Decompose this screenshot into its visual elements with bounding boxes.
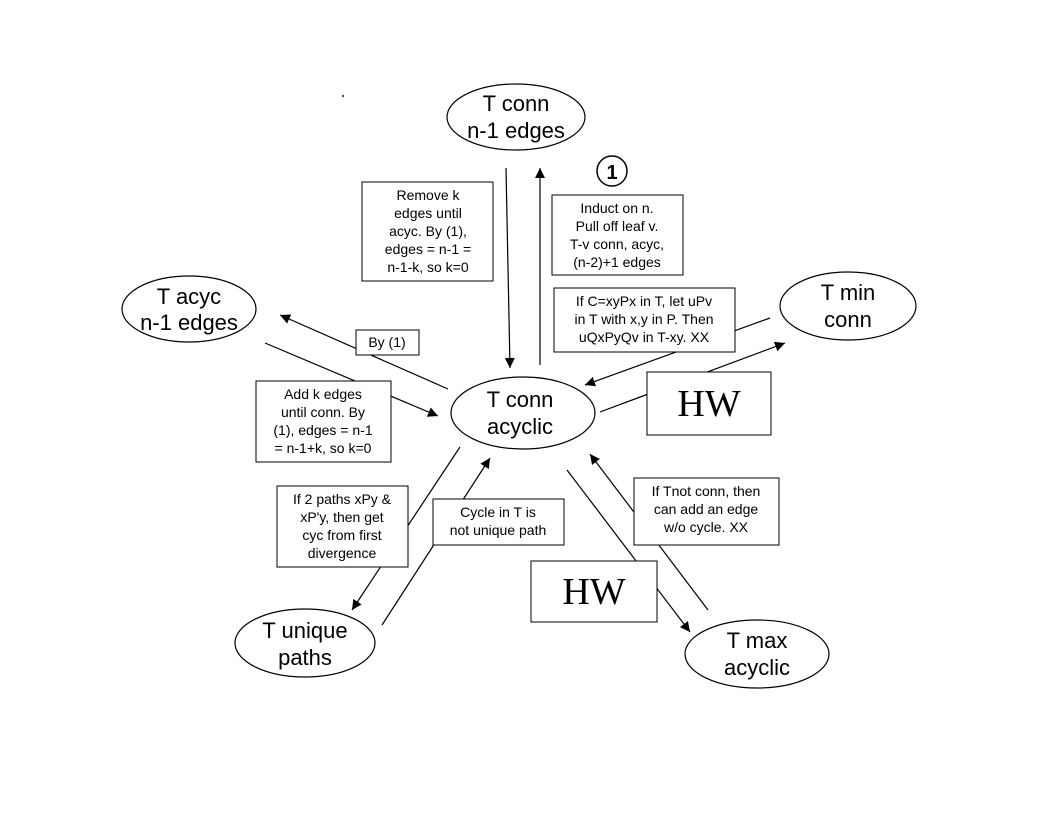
- node-acyc-n1-line2: n-1 edges: [140, 310, 238, 335]
- box-cycle-unique: Cycle in T is not unique path: [432, 498, 565, 546]
- node-min-conn-line2: conn: [824, 307, 872, 332]
- box-two-paths-line4: divergence: [308, 545, 377, 561]
- box-by1-line1: By (1): [368, 334, 405, 350]
- node-min-conn-line1: T min: [821, 280, 876, 305]
- box-remove-k: Remove k edges until acyc. By (1), edges…: [361, 181, 494, 282]
- box-two-paths-line3: cyc from first: [302, 527, 381, 543]
- node-conn-n1: T conn n-1 edges: [446, 83, 586, 151]
- box-induct-line2: Pull off leaf v.: [576, 218, 659, 234]
- box-remove-k-line2: edges until: [394, 205, 462, 221]
- box-remove-k-line5: n-1-k, so k=0: [387, 259, 469, 275]
- box-cycle-c: If C=xyPx in T, let uPv in T with x,y in…: [553, 287, 736, 353]
- box-hw-right-text: HW: [677, 383, 740, 425]
- arrow-acyc-n1-to-center: [264, 342, 439, 417]
- box-cycle-unique-line1: Cycle in T is: [460, 504, 536, 520]
- box-cycle-c-line3: uQxPyQv in T-xy. XX: [579, 329, 710, 345]
- box-hw-bottom: HW: [530, 560, 658, 623]
- node-unique-line2: paths: [278, 645, 332, 670]
- box-hw-bottom-text: HW: [562, 571, 625, 613]
- node-acyc-n1-line1: T acyc: [157, 284, 221, 309]
- box-two-paths-line1: If 2 paths xPy &: [293, 491, 392, 507]
- node-unique-paths: T unique paths: [234, 608, 376, 678]
- node-center-line2: acyclic: [487, 414, 553, 439]
- arrow-conn-n1-to-center: [504, 167, 515, 369]
- box-not-conn-line2: can add an edge: [654, 501, 759, 517]
- box-add-k: Add k edges until conn. By (1), edges = …: [255, 380, 392, 463]
- box-induct-line4: (n-2)+1 edges: [573, 254, 661, 270]
- box-induct: Induct on n. Pull off leaf v. T-v conn, …: [551, 194, 684, 276]
- box-hw-right: HW: [646, 371, 772, 436]
- box-add-k-line4: = n-1+k, so k=0: [275, 440, 372, 456]
- box-add-k-line3: (1), edges = n-1: [273, 422, 372, 438]
- box-remove-k-line4: edges = n-1 =: [385, 241, 471, 257]
- box-induct-line1: Induct on n.: [580, 200, 653, 216]
- marker-text: 1: [606, 162, 617, 184]
- node-unique-line1: T unique: [262, 618, 347, 643]
- box-by1: By (1): [355, 329, 420, 356]
- box-not-conn-line1: If Tnot conn, then: [652, 483, 761, 499]
- box-remove-k-line1: Remove k: [396, 187, 460, 203]
- box-two-paths-line2: xP'y, then get: [300, 509, 383, 525]
- box-not-conn-line3: w/o cycle. XX: [663, 519, 749, 535]
- node-conn-n1-line1: T conn: [483, 91, 550, 116]
- box-not-conn: If Tnot conn, then can add an edge w/o c…: [633, 477, 780, 546]
- node-max-acyc-line2: acyclic: [724, 655, 790, 680]
- box-remove-k-line3: acyc. By (1),: [389, 223, 467, 239]
- node-acyc-n1: T acyc n-1 edges: [121, 275, 257, 343]
- box-cycle-c-line1: If C=xyPx in T, let uPv: [576, 293, 712, 309]
- node-center: T conn acyclic: [450, 376, 596, 450]
- box-two-paths: If 2 paths xPy & xP'y, then get cyc from…: [276, 485, 409, 568]
- box-cycle-c-line2: in T with x,y in P. Then: [574, 311, 713, 327]
- arrow-center-to-max-acyc: [566, 469, 691, 633]
- node-center-line1: T conn: [487, 387, 554, 412]
- stray-dot: [342, 95, 344, 97]
- box-add-k-line1: Add k edges: [284, 386, 362, 402]
- node-max-acyc: T max acyclic: [684, 619, 830, 689]
- node-conn-n1-line2: n-1 edges: [467, 118, 565, 143]
- node-max-acyc-line1: T max: [727, 628, 788, 653]
- box-add-k-line2: until conn. By: [281, 404, 365, 420]
- box-cycle-unique-line2: not unique path: [450, 522, 547, 538]
- box-induct-line3: T-v conn, acyc,: [570, 236, 664, 252]
- node-min-conn: T min conn: [779, 271, 917, 341]
- marker-circle: 1: [596, 155, 628, 187]
